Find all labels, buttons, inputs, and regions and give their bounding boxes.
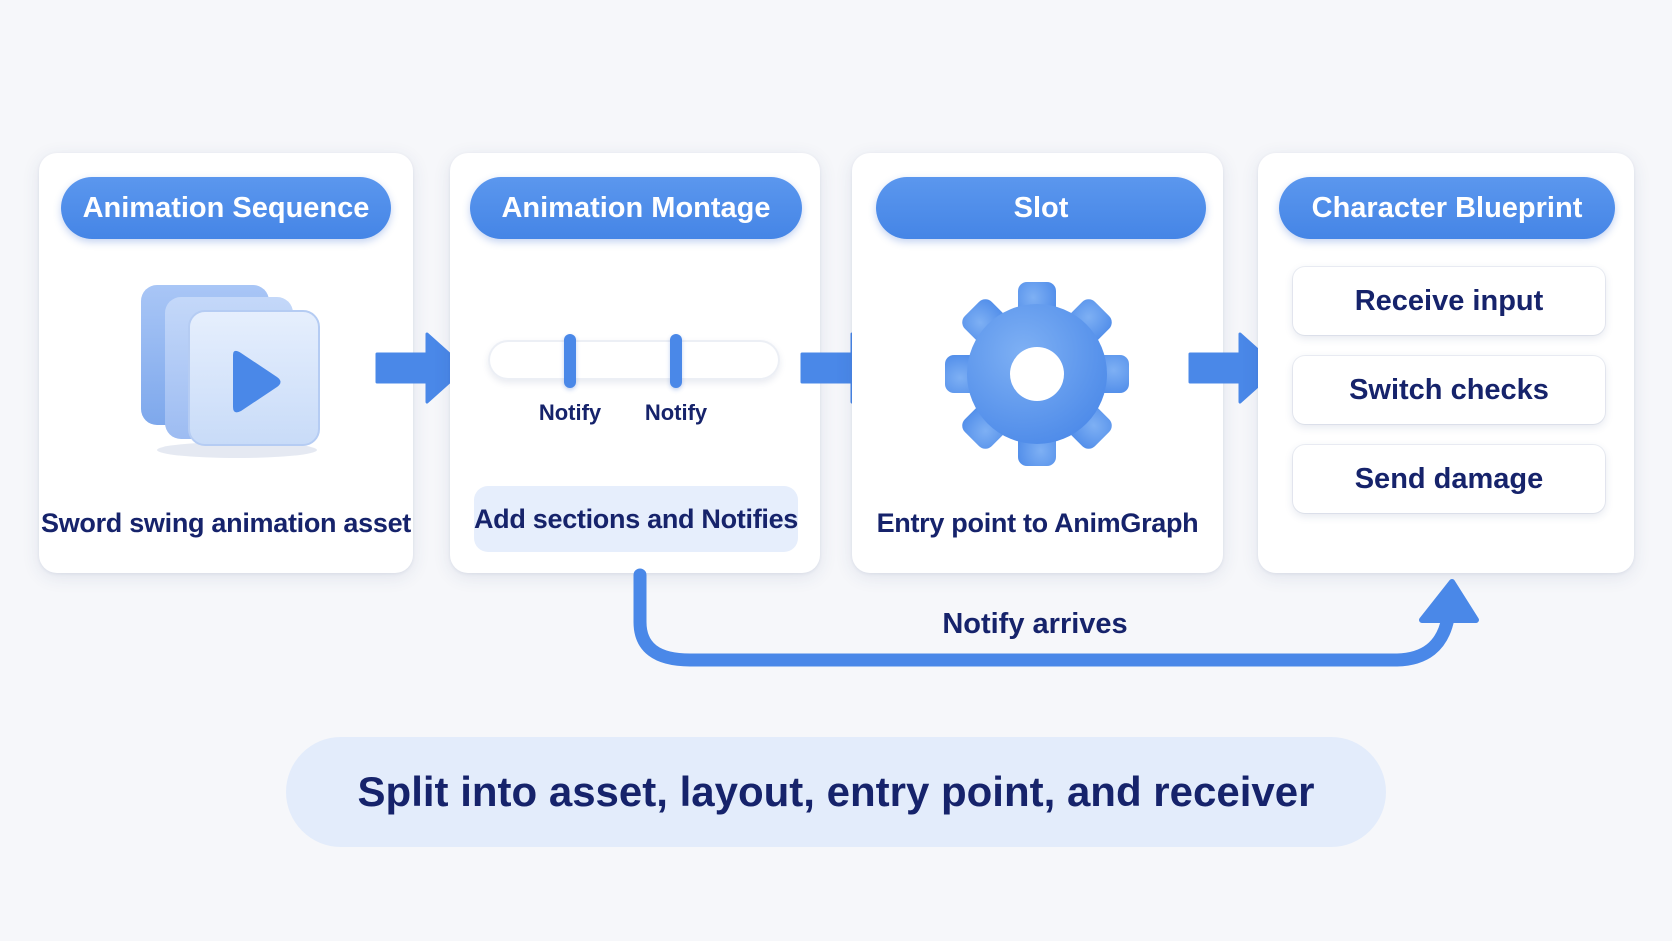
action-send-damage: Send damage <box>1293 445 1605 513</box>
flow-arrow-1 <box>375 332 467 404</box>
step-title: Animation Sequence <box>61 177 391 239</box>
notify-marker-label: Notify <box>644 400 708 425</box>
step-title: Character Blueprint <box>1279 177 1615 239</box>
step-caption: Sword swing animation asset <box>41 507 411 538</box>
video-clips-icon <box>141 285 320 458</box>
montage-timeline <box>488 340 780 380</box>
summary-banner: Split into asset, layout, entry point, a… <box>286 737 1386 847</box>
notify-marker <box>670 334 682 388</box>
step-card-slot: Slot Entry point to AnimGraph <box>852 153 1223 573</box>
return-flow-label: Notify arrives <box>942 607 1128 640</box>
step-card-animation-sequence: Animation Sequence Sword swing animation… <box>39 153 413 573</box>
step-card-animation-montage: Animation Montage Notify Notify Add sect… <box>450 153 820 573</box>
gear-icon <box>945 282 1129 466</box>
step-caption: Add sections and Notifies <box>474 486 798 552</box>
step-card-character-blueprint: Character Blueprint Receive input Switch… <box>1258 153 1634 573</box>
step-title: Animation Montage <box>470 177 802 239</box>
action-receive-input: Receive input <box>1293 267 1605 335</box>
action-switch-checks: Switch checks <box>1293 356 1605 424</box>
notify-marker <box>564 334 576 388</box>
step-caption: Entry point to AnimGraph <box>876 507 1199 538</box>
notify-marker-label: Notify <box>538 400 602 425</box>
step-title: Slot <box>876 177 1206 239</box>
